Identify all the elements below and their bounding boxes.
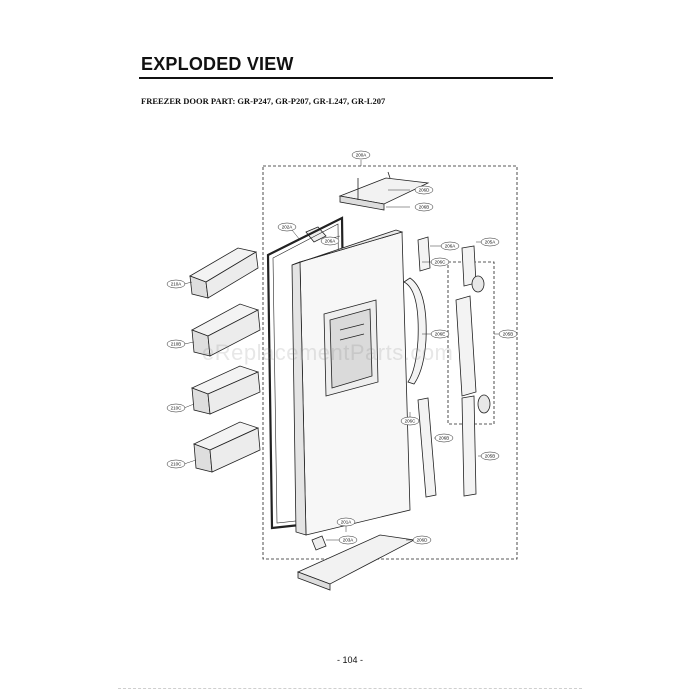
callout-text: 210A [171,282,182,287]
callout-205a: 205A [480,237,500,247]
door-bin-b [191,303,261,357]
callout-210a: 210A [166,279,186,289]
title-rule [139,77,553,79]
handle-lower-bar [417,397,437,498]
callout-text: 200A [356,153,367,158]
page-title: EXPLODED VIEW [141,54,294,74]
callout-206a-handle: 206A [440,241,460,251]
callout-210c-1: 210C [166,403,186,413]
callout-206d-top: 206D [414,185,434,195]
handle-right-lower-bar [461,395,477,497]
page-number: - 104 - [336,655,363,665]
callout-text: 206A [445,244,456,249]
callout-text: 205B [485,454,496,459]
callout-206c-upper: 206C [430,257,450,267]
callout-text: 206E [435,332,446,337]
callout-text: 205A [485,240,496,245]
callout-200a: 200A [351,150,371,160]
page-bottom-line [118,688,582,689]
handle-right-upper-bar [455,295,477,397]
door-bin-c [190,365,261,415]
callout-text: 206D [419,188,431,193]
callout-206e: 206E [430,329,450,339]
callout-210c-2: 210C [166,459,186,469]
door-bin-a [189,247,259,299]
callout-text: 206C [405,419,417,424]
callout-206c-lower: 206C [400,416,420,426]
page-subtitle: FREEZER DOOR PART: GR-P247, GR-P207, GR-… [141,96,386,106]
callout-text: 206B [419,205,430,210]
callout-text: 210C [171,406,183,411]
callout-text: 206A [325,239,336,244]
callout-text: 201A [341,520,352,525]
callout-205b-lower: 205B [480,451,500,461]
callout-206d-bottom: 206D [412,535,432,545]
callout-206b-lower: 206B [434,433,454,443]
callout-text: 203A [343,538,354,543]
callout-text: 210B [171,342,182,347]
callout-text: 206C [435,260,447,265]
callout-210b: 210B [166,339,186,349]
callout-text: 205B [503,332,514,337]
handle-bar [403,277,427,385]
callout-206a-hinge: 206A [320,236,340,246]
callout-text: 202A [282,225,293,230]
callout-201a: 201A [336,517,356,527]
watermark: eReplacementParts.com [202,340,454,365]
callout-text: 206B [439,436,450,441]
door-bin-d [192,421,261,473]
callout-labels: 200A 206D 206B 202A 206A 206A 206C 205A … [166,150,518,545]
callout-202a: 202A [277,222,297,232]
handle-cap-upper [417,236,431,272]
callout-205b-assembly: 205B [498,329,518,339]
callout-203a: 203A [338,535,358,545]
callout-206b-top: 206B [414,202,434,212]
callout-text: 210C [171,462,183,467]
callout-text: 206D [417,538,429,543]
assembly-boundary [262,165,518,560]
door-bins [189,247,261,473]
